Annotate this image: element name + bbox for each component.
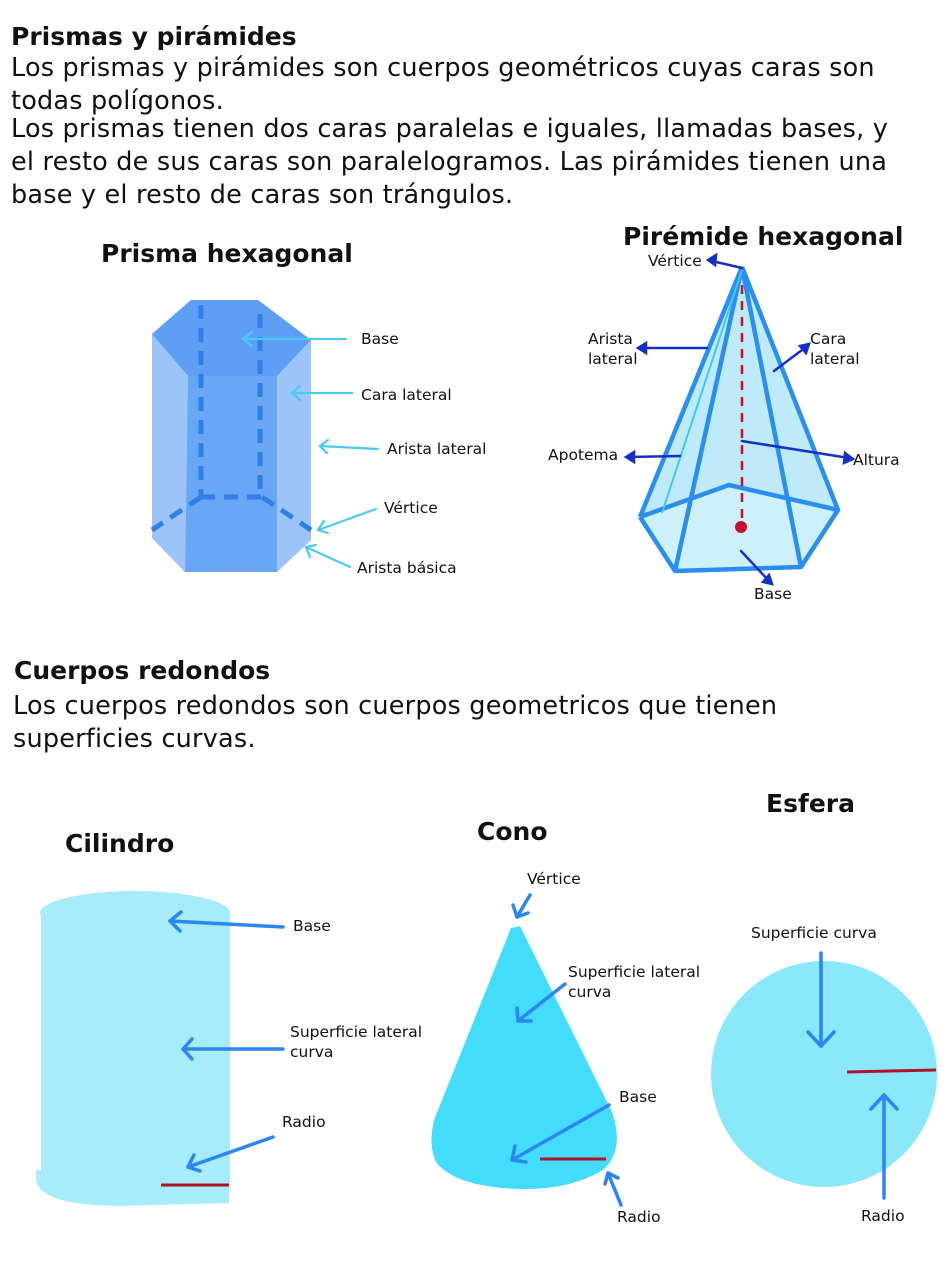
label-cara-lateral: Cara lateral xyxy=(810,329,860,369)
label-altura: Altura xyxy=(853,451,900,469)
label-arista-lateral: Arista lateral xyxy=(387,440,487,458)
label-apotema: Apotema xyxy=(548,446,619,464)
label-radio: Radio xyxy=(617,1208,661,1226)
cone-title: Cono xyxy=(477,817,548,846)
cylinder-arrows xyxy=(168,910,285,1173)
cone-arrows xyxy=(510,893,623,1207)
label-arista-basica: Arista básica xyxy=(357,559,457,577)
pyramid-arrows xyxy=(623,252,856,586)
section-title-round: Cuerpos redondos xyxy=(14,656,271,685)
label-cara-lateral: Cara lateral xyxy=(361,386,452,404)
section-paragraph-prisms: Los prismas y pirámides son cuerpos geom… xyxy=(11,52,946,118)
label-base: Base xyxy=(361,330,399,348)
paragraph-line: base y el resto de caras son trángulos. xyxy=(11,180,514,210)
section-paragraph-round: Los cuerpos redondos son cuerpos geometr… xyxy=(13,690,943,756)
cylinder-title: Cilindro xyxy=(65,829,175,858)
label-base: Base xyxy=(619,1088,657,1106)
sphere-title: Esfera xyxy=(766,789,855,818)
label-superficie-curva: Superficie curva xyxy=(751,924,877,942)
label-line: Superficie lateral xyxy=(568,963,701,981)
paragraph-line: Los prismas y pirámides son cuerpos geom… xyxy=(11,53,875,83)
label-radio: Radio xyxy=(282,1113,326,1131)
paragraph-line: Los cuerpos redondos son cuerpos geometr… xyxy=(13,691,778,721)
prism-arrows xyxy=(241,330,380,569)
section-title-prisms: Prismas y pirámides xyxy=(11,22,297,51)
label-radio: Radio xyxy=(861,1207,905,1225)
label-base: Base xyxy=(293,917,331,935)
section-paragraph-prisms-2: Los prismas tienen dos caras paralelas e… xyxy=(11,113,946,212)
label-line: curva xyxy=(568,983,612,1001)
sphere-arrows xyxy=(806,951,899,1200)
label-line: lateral xyxy=(588,350,638,368)
pyramid-title: Pirémide hexagonal xyxy=(623,222,904,251)
paragraph-line: superficies curvas. xyxy=(13,724,256,754)
label-vertice: Vértice xyxy=(527,870,581,888)
sphere-shape xyxy=(711,961,937,1187)
label-line: Arista xyxy=(588,330,633,348)
paragraph-line: Los prismas tienen dos caras paralelas e… xyxy=(11,114,889,144)
label-vertice: Vértice xyxy=(384,499,438,517)
label-superficie-lateral: Superficie lateral curva xyxy=(568,962,700,1002)
paragraph-line: todas polígonos. xyxy=(11,86,224,116)
label-line: Superficie lateral xyxy=(290,1023,423,1041)
prism-shape xyxy=(150,300,313,572)
prism-title: Prisma hexagonal xyxy=(101,239,353,268)
label-line: Cara xyxy=(810,330,847,348)
paragraph-line: el resto de sus caras son paralelogramos… xyxy=(11,147,888,177)
label-line: lateral xyxy=(810,350,860,368)
pyramid-shape xyxy=(637,266,841,574)
cone-shape xyxy=(431,926,617,1190)
label-line: curva xyxy=(290,1043,334,1061)
label-superficie-lateral: Superficie lateral curva xyxy=(290,1022,422,1062)
label-base: Base xyxy=(754,585,792,603)
label-arista-lateral: Arista lateral xyxy=(588,329,638,369)
label-vertice: Vértice xyxy=(648,252,702,270)
